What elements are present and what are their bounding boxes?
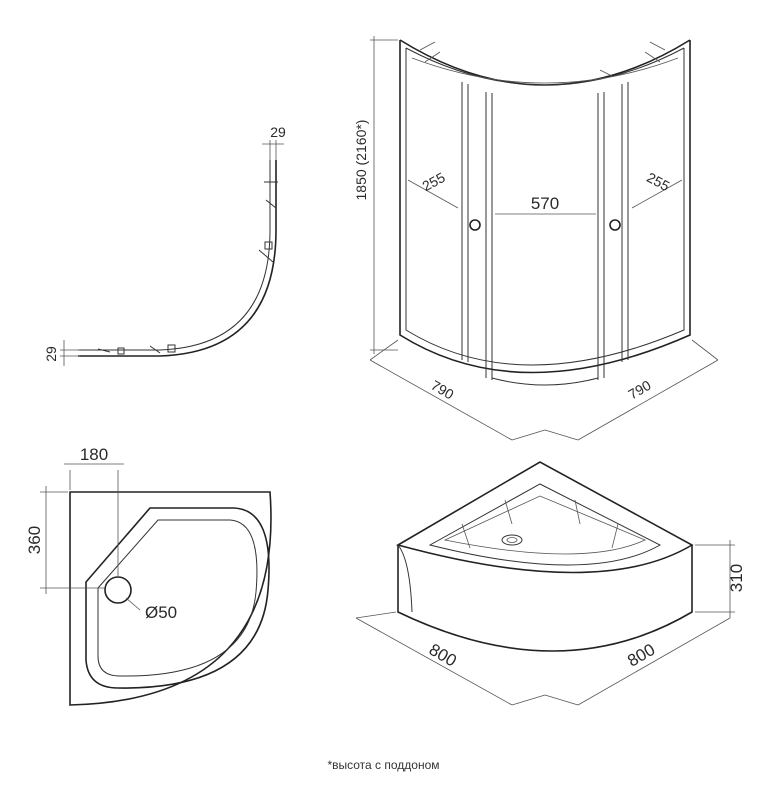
profile-dim-top: 29	[270, 124, 286, 140]
cabin-dim-side-right: 255	[644, 169, 672, 194]
cabin-dim-height: 1850 (2160*)	[353, 120, 369, 201]
cabin-dim-side-left: 255	[420, 169, 448, 194]
profile-view: 29 29	[43, 124, 286, 366]
tray-iso-view: 310 800 800	[355, 461, 746, 706]
profile-dim-left: 29	[43, 346, 59, 362]
tray-plan-view: Ø50 180 360	[25, 445, 272, 706]
tray-dim-offset-x: 180	[80, 445, 108, 464]
tray-drain-label: Ø50	[145, 603, 177, 622]
tray-iso-dim-height: 310	[727, 564, 746, 592]
cabin-view: 255 570 255 1850 (2160*) 790 790	[353, 36, 719, 441]
cabin-dim-door: 570	[531, 194, 559, 213]
cabin-dim-base-right: 790	[625, 377, 653, 403]
tray-dim-offset-y: 360	[25, 526, 44, 554]
cabin-dim-base-left: 790	[428, 377, 456, 403]
footnote: *высота с поддоном	[327, 758, 440, 772]
tray-iso-dim-left: 800	[426, 640, 460, 671]
tray-iso-dim-right: 800	[624, 640, 658, 671]
